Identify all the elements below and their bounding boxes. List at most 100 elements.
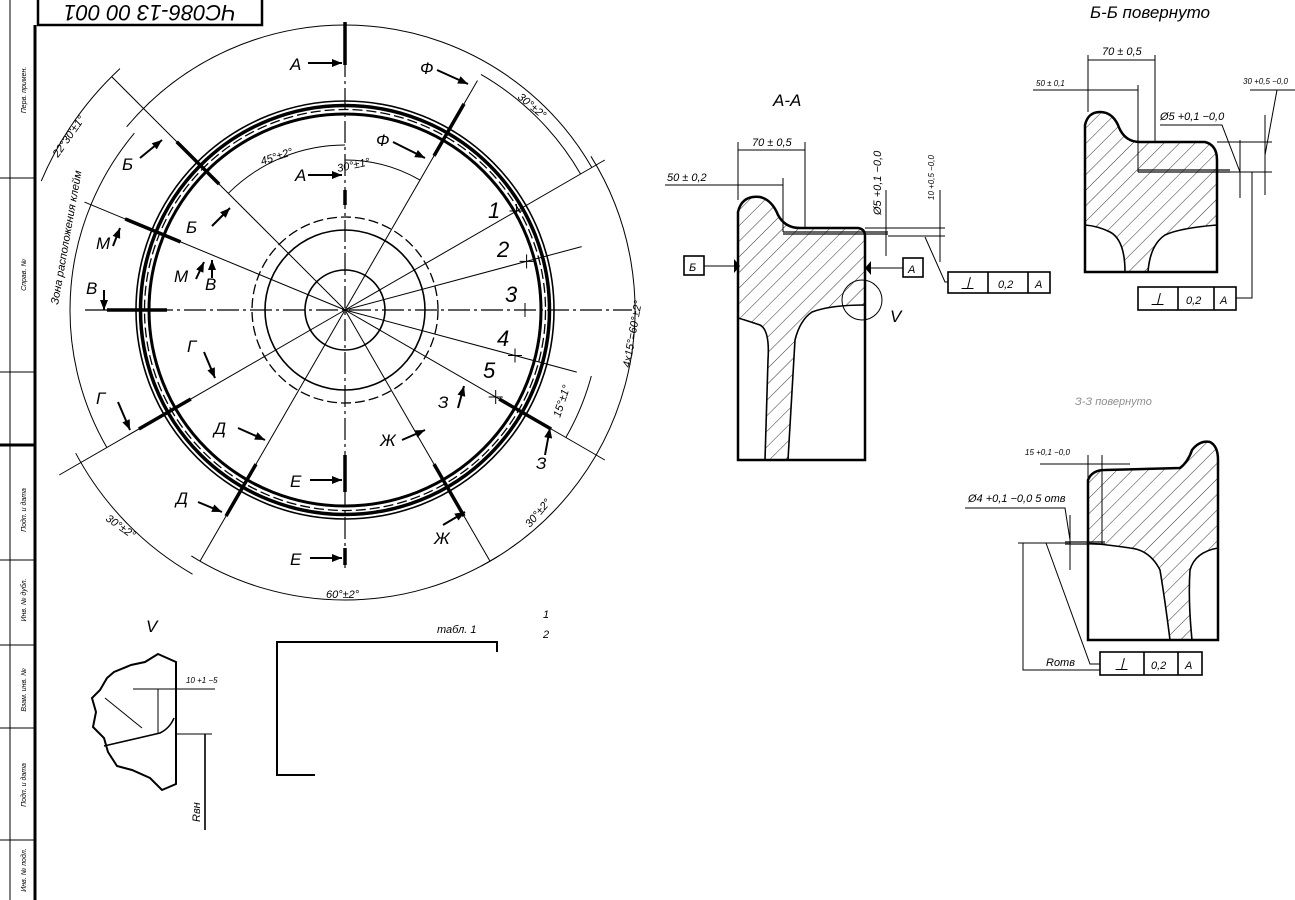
angle-dim-3: 30°±2°: [515, 91, 549, 122]
section-b-b: Б-Б повернуто 70 ± 0,5 50 ± 0,1 Ø5 +0,1 …: [1033, 3, 1295, 311]
section-line: [344, 159, 606, 311]
cut-label-5: Б: [186, 218, 197, 237]
cut-label-9: В: [205, 275, 216, 294]
title-block: ЧС086-13 00 001: [36, 0, 264, 27]
margin-strip-label: Подп. и дата: [20, 763, 28, 807]
detail-title: V: [146, 617, 159, 636]
note-2: 2: [542, 629, 549, 641]
dim-15: 15 +0,1 −0,0: [1025, 448, 1070, 457]
perpendicularity-symbol: ⊥: [960, 274, 975, 293]
view-arrow: [197, 501, 223, 513]
dim-70: 70 ± 0,5: [1102, 46, 1143, 58]
cut-label-11: Г: [96, 389, 107, 408]
point-marker: [488, 390, 503, 404]
cut-label-17: Ж: [433, 529, 451, 548]
margin-strip-label: Подп. и дата: [20, 488, 28, 532]
view-arrow: [237, 427, 266, 441]
dim-d4: Ø4 +0,1 −0,0 5 отв: [967, 493, 1066, 505]
tolerance-datum: А: [1184, 660, 1192, 672]
table-1: табл. 1: [276, 624, 498, 776]
cut-label-8: В: [86, 279, 97, 298]
arrow-head-icon: [220, 208, 230, 218]
cut-label-4: Б: [122, 155, 133, 174]
cutting-plane-mark: [498, 397, 552, 431]
r-hole-label: Rотв: [1046, 657, 1075, 669]
section-z-z: З-З повернуто 15 +0,1 −0,0 Ø4 +0,1 −0,0 …: [965, 396, 1220, 676]
view-arrow: [139, 139, 163, 159]
arrow-head-icon: [254, 432, 265, 440]
tolerance-frame: ⊥ 0,2 А: [1099, 651, 1203, 676]
section-outline: [1083, 110, 1219, 274]
section-line: [344, 309, 606, 461]
cutting-plane-mark: [175, 140, 221, 186]
dimension-arc: [69, 132, 135, 448]
dim-50: 50 ± 0,1: [1036, 79, 1065, 88]
angle-dim-2: 22°30'±1°: [50, 113, 88, 160]
view-arrow: [117, 401, 131, 431]
view-arrow: [195, 261, 205, 280]
section-line: [199, 309, 346, 562]
dimension-arc: [227, 144, 346, 194]
arrow-head-icon: [457, 76, 468, 84]
point-label-3: 3: [505, 282, 518, 307]
section-title: З-З повернуто: [1075, 396, 1152, 408]
view-arrow: [100, 290, 108, 310]
angle-dim-5: 15°±1°: [551, 383, 573, 419]
table-title: табл. 1: [437, 624, 477, 636]
view-arrow: [112, 227, 121, 247]
cut-label-12: Д: [212, 419, 226, 438]
view-arrow: [457, 385, 466, 409]
view-arrow: [203, 351, 216, 379]
section-outline: [736, 195, 867, 462]
dimension-arc: [565, 375, 592, 438]
arrow-head-icon: [207, 367, 215, 378]
cutting-plane-mark: [138, 397, 192, 431]
arrow-head-icon: [457, 386, 466, 397]
dim-d5: Ø5 +0,1 −0,0: [1159, 111, 1225, 123]
tolerance-datum: А: [1034, 279, 1042, 291]
dimension-arc: [191, 555, 499, 601]
datum-b: Б: [689, 262, 696, 274]
arrow-head-icon: [454, 512, 465, 521]
cut-label-15: Е: [290, 550, 302, 569]
tolerance-value: 0,2: [998, 279, 1013, 291]
margin-strip-label: Инв. № подл.: [20, 848, 28, 891]
cut-label-14: Е: [290, 472, 302, 491]
cut-label-16: Ж: [379, 431, 397, 450]
dimension-arc: [480, 156, 636, 567]
arrow-head-icon: [211, 504, 222, 512]
arrow-head-icon: [414, 430, 425, 438]
tolerance-frame: ⊥ 0,2 А: [947, 271, 1051, 294]
dim-70: 70 ± 0,5: [752, 137, 793, 149]
section-a-a: А-А V 70 ± 0,5 50 ± 0,2 Ø5 +0,1 −0,0 10 …: [665, 91, 1051, 462]
detail-mark: V: [890, 307, 903, 326]
arrow-head-icon: [208, 260, 216, 270]
dimension-arc: [75, 452, 193, 575]
margin-strip-label: Перв. примен.: [21, 67, 28, 114]
section-outline: [1086, 440, 1220, 642]
point-label-5: 5: [483, 358, 496, 383]
arrow-head-icon: [151, 140, 162, 150]
cut-label-13: Д: [174, 489, 188, 508]
cut-label-3: Ф: [376, 131, 390, 150]
point-label-2: 2: [496, 237, 509, 262]
angle-dim-0: 45°±2°: [259, 146, 295, 168]
tolerance-value: 0,2: [1151, 660, 1166, 672]
arrow-head-icon: [414, 149, 425, 158]
arrow-head-icon: [332, 59, 342, 67]
cutting-plane-mark: [432, 463, 466, 517]
point-label-1: 1: [488, 198, 500, 223]
cut-label-18: З: [438, 393, 449, 412]
margin-strip-label: Взам. инв. №: [21, 668, 28, 712]
view-arrow: [401, 429, 426, 441]
dimension-arc: [480, 74, 581, 175]
point-label-4: 4: [497, 326, 509, 351]
section-title: А-А: [772, 91, 801, 110]
cut-label-10: Г: [187, 337, 198, 356]
dimension-arc: [126, 24, 593, 168]
section-line: [344, 246, 582, 311]
perpendicularity-symbol: ⊥: [1114, 655, 1129, 674]
